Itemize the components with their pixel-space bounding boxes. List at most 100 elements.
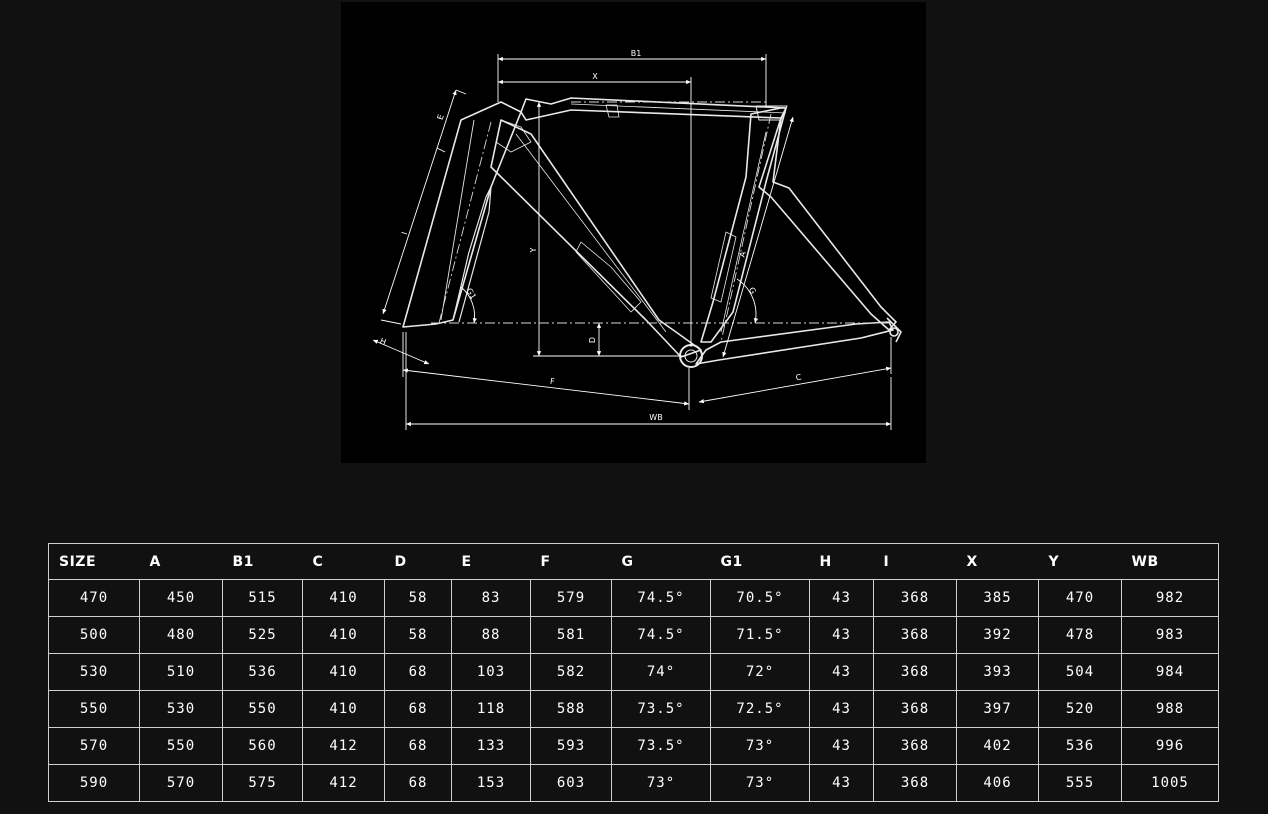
column-header-size: SIZE xyxy=(48,543,140,580)
table-cell-wb: 984 xyxy=(1121,653,1219,691)
table-cell-x: 392 xyxy=(956,616,1039,654)
table-cell-g: 73.5° xyxy=(611,690,711,728)
column-header-f: F xyxy=(530,543,612,580)
column-header-g1: G1 xyxy=(710,543,810,580)
table-cell-x: 397 xyxy=(956,690,1039,728)
table-cell-i: 368 xyxy=(873,764,957,802)
table-cell-f: 579 xyxy=(530,579,612,617)
table-cell-a: 530 xyxy=(139,690,223,728)
table-cell-c: 410 xyxy=(302,616,385,654)
table-cell-wb: 988 xyxy=(1121,690,1219,728)
table-cell-a: 510 xyxy=(139,653,223,691)
table-cell-wb: 996 xyxy=(1121,727,1219,765)
table-cell-b1: 575 xyxy=(222,764,303,802)
table-cell-d: 68 xyxy=(384,690,452,728)
table-cell-size: 500 xyxy=(48,616,140,654)
label-f: F xyxy=(549,377,555,387)
table-cell-wb: 1005 xyxy=(1121,764,1219,802)
table-cell-b1: 525 xyxy=(222,616,303,654)
table-cell-size: 590 xyxy=(48,764,140,802)
table-cell-d: 68 xyxy=(384,727,452,765)
table-cell-b1: 515 xyxy=(222,579,303,617)
table-cell-size: 550 xyxy=(48,690,140,728)
table-cell-c: 410 xyxy=(302,653,385,691)
column-header-g: G xyxy=(611,543,711,580)
table-cell-i: 368 xyxy=(873,727,957,765)
column-header-x: X xyxy=(956,543,1039,580)
table-cell-c: 412 xyxy=(302,727,385,765)
table-cell-d: 68 xyxy=(384,653,452,691)
table-cell-e: 103 xyxy=(451,653,531,691)
table-cell-size: 570 xyxy=(48,727,140,765)
table-cell-x: 393 xyxy=(956,653,1039,691)
table-cell-f: 581 xyxy=(530,616,612,654)
label-c: C xyxy=(795,373,802,383)
table-cell-f: 603 xyxy=(530,764,612,802)
table-cell-e: 83 xyxy=(451,579,531,617)
table-cell-i: 368 xyxy=(873,653,957,691)
dimension-lines xyxy=(372,54,892,430)
label-d: D xyxy=(588,337,597,343)
table-cell-x: 406 xyxy=(956,764,1039,802)
bike-frame-outline xyxy=(402,97,902,368)
label-h: H xyxy=(378,336,387,347)
table-cell-g1: 73° xyxy=(710,727,810,765)
table-cell-f: 582 xyxy=(530,653,612,691)
table-cell-y: 520 xyxy=(1038,690,1122,728)
table-cell-i: 368 xyxy=(873,690,957,728)
table-cell-y: 555 xyxy=(1038,764,1122,802)
table-cell-y: 470 xyxy=(1038,579,1122,617)
table-cell-e: 153 xyxy=(451,764,531,802)
table-cell-c: 410 xyxy=(302,579,385,617)
table-cell-g1: 72.5° xyxy=(710,690,810,728)
column-header-b1: B1 xyxy=(222,543,303,580)
label-i: I xyxy=(400,231,409,236)
table-cell-c: 412 xyxy=(302,764,385,802)
column-header-d: D xyxy=(384,543,452,580)
table-cell-d: 58 xyxy=(384,616,452,654)
table-cell-g1: 73° xyxy=(710,764,810,802)
table-cell-g: 74° xyxy=(611,653,711,691)
table-cell-x: 402 xyxy=(956,727,1039,765)
label-x: X xyxy=(592,72,598,81)
label-a: A xyxy=(738,250,748,258)
table-cell-size: 530 xyxy=(48,653,140,691)
column-header-e: E xyxy=(451,543,531,580)
table-cell-a: 450 xyxy=(139,579,223,617)
table-cell-wb: 983 xyxy=(1121,616,1219,654)
label-g: G xyxy=(747,286,758,296)
table-cell-e: 133 xyxy=(451,727,531,765)
column-header-c: C xyxy=(302,543,385,580)
table-cell-x: 385 xyxy=(956,579,1039,617)
table-cell-f: 593 xyxy=(530,727,612,765)
table-cell-h: 43 xyxy=(809,764,874,802)
table-cell-h: 43 xyxy=(809,727,874,765)
table-cell-f: 588 xyxy=(530,690,612,728)
label-e: E xyxy=(436,113,446,121)
column-header-a: A xyxy=(139,543,223,580)
table-cell-a: 550 xyxy=(139,727,223,765)
table-cell-y: 478 xyxy=(1038,616,1122,654)
reference-lines xyxy=(431,101,896,343)
table-cell-g1: 70.5° xyxy=(710,579,810,617)
table-cell-size: 470 xyxy=(48,579,140,617)
table-cell-g: 74.5° xyxy=(611,616,711,654)
table-cell-a: 480 xyxy=(139,616,223,654)
label-g1: G1 xyxy=(464,287,477,301)
column-header-i: I xyxy=(873,543,957,580)
table-cell-b1: 536 xyxy=(222,653,303,691)
column-header-wb: WB xyxy=(1121,543,1219,580)
table-cell-g: 73° xyxy=(611,764,711,802)
frame-geometry-diagram: B1 X E I Y G1 A G D H F C WB xyxy=(341,2,926,463)
table-cell-h: 43 xyxy=(809,690,874,728)
frame-diagram-svg: B1 X E I Y G1 A G D H F C WB xyxy=(372,49,902,430)
table-cell-b1: 550 xyxy=(222,690,303,728)
